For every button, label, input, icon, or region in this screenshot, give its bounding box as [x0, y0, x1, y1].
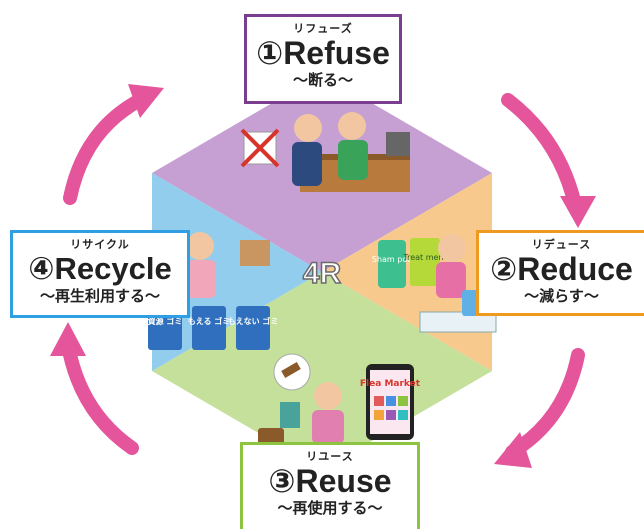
dispenser-bottle [462, 290, 478, 316]
woman-figure-reduce [438, 234, 466, 262]
reduce-subtitle: 〜減らす〜 [524, 287, 599, 305]
reuse-ruby: リユース [306, 450, 354, 463]
bin-burnable [192, 306, 226, 350]
woman-figure-reuse [314, 382, 342, 410]
cycle-arrow-recycle-to-refuse [63, 93, 147, 205]
cycle-arrow-head-4 [128, 84, 164, 118]
cycle-arrow-head-2 [494, 432, 532, 468]
cycle-arrow-head-3 [50, 322, 86, 356]
cycle-arrow-refuse-to-reduce [501, 93, 582, 212]
svg-text:もえない ゴミ: もえない ゴミ [228, 316, 279, 326]
reduce-title: ②Reduce [479, 251, 644, 287]
cycle-arrow-reuse-to-recycle [61, 338, 139, 455]
recycle-title-text: Recycle [54, 251, 172, 286]
shampoo-bottle [378, 240, 406, 288]
reuse-label-box: リユース ③Reuse 〜再使用する〜 [240, 442, 420, 529]
recycle-subtitle: 〜再生利用する〜 [39, 287, 160, 305]
refuse-title: ①Refuse [247, 35, 399, 71]
refuse-ruby: リフューズ [293, 22, 353, 35]
cardboard-stack [240, 240, 270, 266]
sink [419, 311, 497, 333]
recycle-ruby: リサイクル [70, 238, 130, 251]
treatment-label: Treat ment [402, 253, 446, 262]
clerk-figure [338, 112, 366, 140]
treatment-pouch [410, 238, 440, 286]
shampoo-label: Sham poo [372, 255, 412, 264]
reduce-title-text: Reduce [517, 251, 633, 287]
reuse-title: ③Reuse [243, 463, 417, 499]
recycle-label-box: リサイクル ④Recycle 〜再生利用する〜 [10, 230, 190, 318]
reuse-illustration: Flea Market [258, 353, 421, 446]
customer-figure [294, 114, 322, 142]
cycle-arrow-reduce-to-reuse [505, 348, 585, 459]
reuse-number: ③ [268, 462, 296, 500]
reduce-number: ② [490, 250, 518, 288]
refuse-label-box: リフューズ ①Refuse 〜断る〜 [244, 14, 402, 104]
gavel-icon [281, 362, 301, 378]
center-label: 4R [303, 257, 342, 290]
flea-market-app-label: Flea Market [360, 379, 421, 389]
refuse-illustration [240, 112, 410, 192]
bin-non-burnable [236, 306, 270, 350]
reuse-title-text: Reuse [295, 463, 392, 499]
cash-register [386, 132, 410, 156]
woman-figure-recycle [186, 232, 214, 260]
cycle-arrow-head-1 [560, 196, 596, 228]
reuse-subtitle: 〜再使用する〜 [277, 499, 383, 517]
refuse-number: ① [256, 34, 284, 72]
reduce-illustration: Sham poo Treat ment [372, 234, 497, 333]
refuse-title-text: Refuse [283, 35, 390, 71]
refuse-subtitle: 〜断る〜 [292, 71, 353, 89]
shirt-icon [280, 402, 300, 428]
svg-text:もえる ゴミ: もえる ゴミ [188, 316, 231, 326]
recycle-number: ④ [28, 251, 55, 287]
recycle-title: ④Recycle [13, 251, 187, 287]
reduce-label-box: リデュース ②Reduce 〜減らす〜 [476, 230, 644, 316]
svg-text:資源 ゴミ: 資源 ゴミ [148, 316, 183, 326]
reduce-ruby: リデュース [531, 238, 592, 251]
bag-icon [258, 428, 284, 446]
